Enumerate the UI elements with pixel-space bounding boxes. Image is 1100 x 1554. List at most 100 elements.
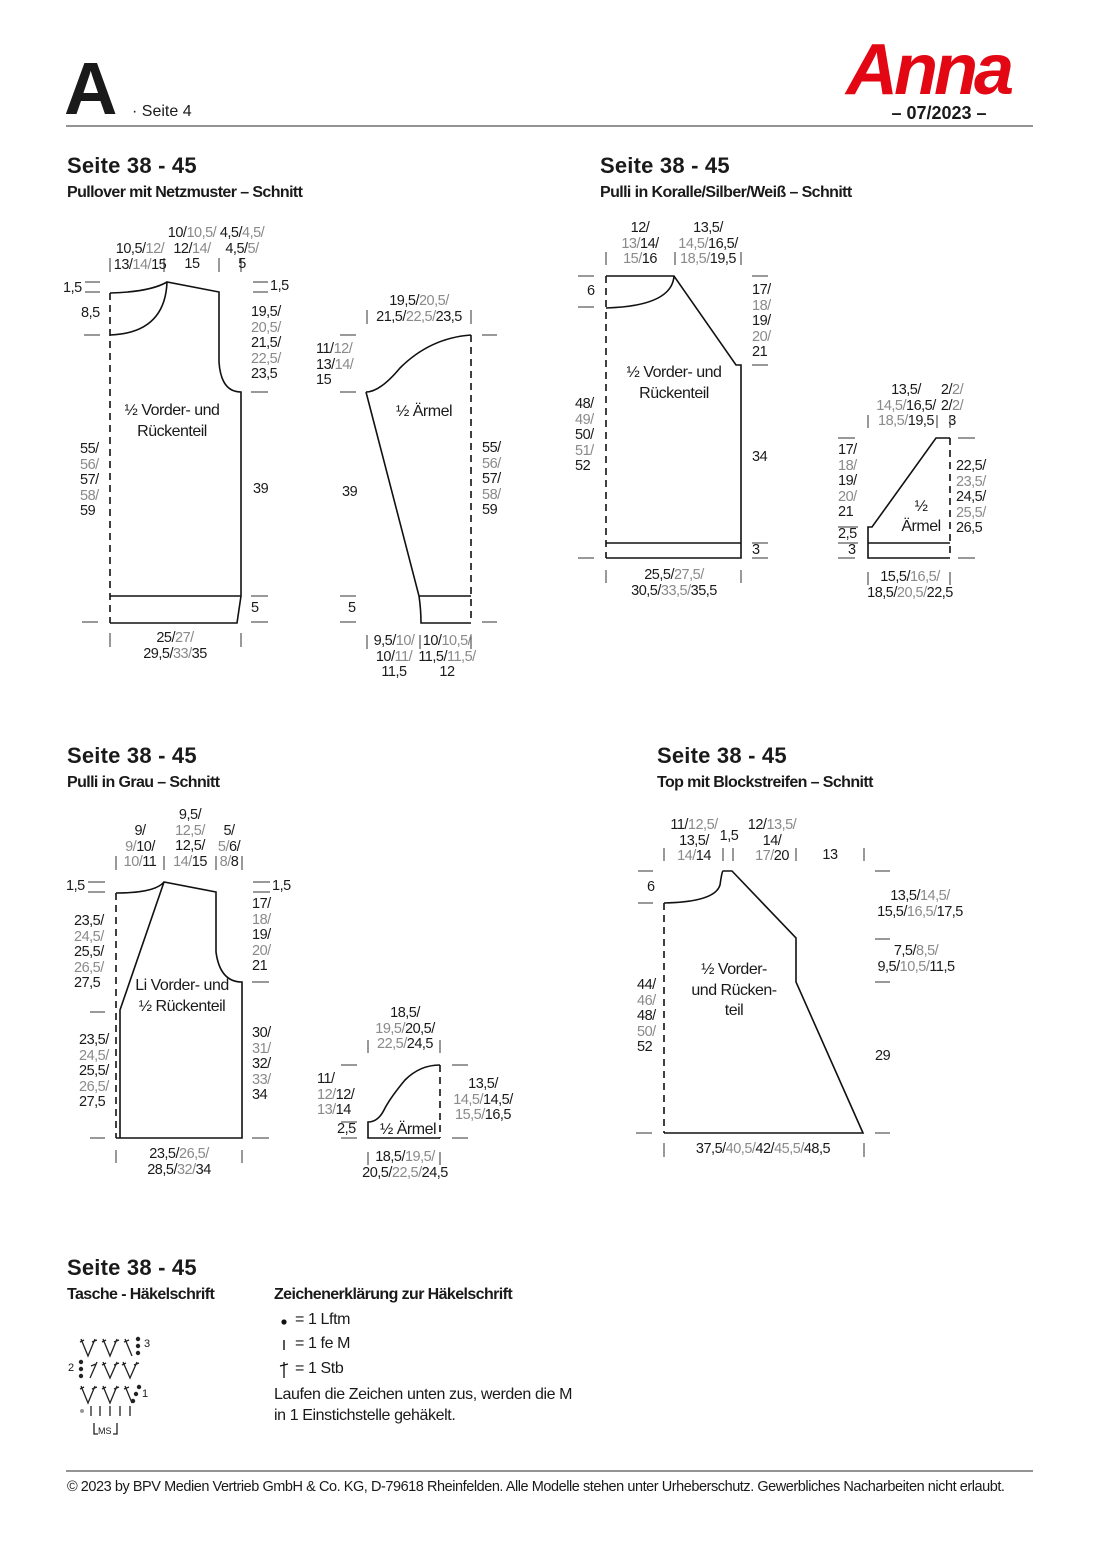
s1-cuff-b: 10/10,5/11,5/11,5/12 [418,633,476,681]
legend-item-double-crochet: = 1 Stb [295,1360,344,1377]
piece-label-line: Li Vorder- und [135,977,229,994]
size-value: 15 [316,372,332,389]
size-value: 14/ [334,356,354,373]
size-value: 13/ [316,356,335,373]
size-value: 16,5/ [909,569,940,585]
d3-body-shape [115,881,243,1139]
size-value: 21 [252,958,268,975]
chart-row-3: 3 [144,1338,151,1350]
size-value: 12,5/ [175,838,205,855]
d1-neck-height: 8,5 [81,305,100,321]
size-value: 56/ [80,456,99,473]
size-value: 59 [80,503,96,520]
size-value: 23,5 [435,308,463,325]
chain-dot-icon [281,1319,287,1325]
anna-logo: Anna [846,30,1014,110]
size-value: 23,5/ [79,1032,109,1048]
size-value: 9,5/ [373,633,397,649]
size-value: 28,5/ [147,1161,177,1178]
size-value: 37,5/ [695,1141,726,1157]
size-value: 5/ [247,240,260,257]
s2-top-width: 13,5/14,5/16,5/18,5/19,5 [876,382,936,430]
size-value: 3 [948,413,956,430]
size-value: 20,5/ [418,293,449,309]
size-value: 12/ [317,1086,336,1103]
d4-neck-width: 11/12,5/13,5/14/14 [670,817,718,865]
d3-neck-width: 9/9/10/10/11 [123,823,157,871]
size-value: 11 [142,854,157,871]
d2-piece-label: ½ Vorder- und Rückenteil [627,363,722,404]
size-value: 12,5/ [175,822,205,839]
size-value: 22,5/ [405,308,436,325]
size-value: 22,5/ [251,350,281,367]
section-title: Seite 38 - 45 [600,153,730,178]
size-value: 18/ [752,297,771,314]
s1-top-width: 19,5/20,5/21,5/22,5/23,5 [376,293,463,325]
d1-piece-label: ½ Vorder- und Rückenteil [125,401,220,442]
s3-cap-height: 11/12/12/13/14 [317,1071,355,1119]
d2-rib-height: 3 [752,542,760,558]
size-value: 27/ [175,630,194,646]
size-value: 15 [151,256,167,273]
size-value: 2/ [952,397,964,414]
size-value: 27,5/ [673,567,704,583]
size-value: 15,5/ [877,903,907,920]
size-value: 46/ [637,992,656,1009]
size-value: 12 [439,664,455,681]
size-value: 17,5 [936,903,964,920]
d3-shoulder-width: 5/5/6/8/8 [218,823,241,871]
size-value: 20/ [838,488,857,505]
size-value: 8/ [219,854,232,871]
size-value: 30/ [252,1025,271,1041]
s3-top-width: 18,5/19,5/20,5/22,5/24,5 [375,1005,435,1053]
size-value: 14/ [640,235,659,252]
size-value: 59 [482,502,498,519]
s2-sleeve-shape [867,437,951,559]
size-value: 32/ [176,1161,196,1178]
d1-total-height: 55/56/57/58/59 [80,441,99,520]
size-value: 18/ [838,457,857,474]
size-value: 18,5/ [867,584,897,601]
size-value: 22,5 [926,584,954,601]
s2-step-height: 2,5 [838,526,857,542]
size-value: 18,5/ [390,1005,420,1021]
size-value: 13/ [621,235,640,252]
size-value: 9,5/ [178,807,202,823]
size-value: 4,5/ [219,225,243,241]
size-value: 10/ [123,854,143,871]
d2-width: 25,5/27,5/30,5/33,5/35,5 [631,567,717,599]
d4-body-shape [663,870,865,1134]
size-value: 58/ [482,486,501,503]
size-value: 27,5 [74,975,101,992]
row-2-stitches [89,1361,140,1380]
s3-sleeve-shape [367,1064,441,1139]
d4-lower-height: 29 [875,1048,891,1064]
d3-shoulder-top: 9,5/12,5/12,5/14/15 [173,807,207,870]
size-value: 50/ [575,427,594,444]
size-value: 21 [752,344,768,361]
rules [66,125,1033,1472]
legend-title: Zeichenerklärung zur Häkelschrift [274,1286,513,1303]
size-value: 13,5/ [891,382,921,398]
d3-lower-height: 23,5/24,5/25,5/26,5/27,5 [79,1032,109,1111]
size-value: 20/ [752,328,771,345]
size-value: 24,5 [406,1036,434,1053]
size-value: 45,5/ [774,1141,804,1157]
size-value: 20 [773,848,790,865]
size-value: 8,5/ [916,943,939,959]
size-value: 24,5/ [79,1047,109,1064]
section-subtitle: Top mit Blockstreifen – Schnitt [657,774,873,791]
d1-shoulder-height: 1,5 [270,278,289,294]
section-title: Seite 38 - 45 [67,1255,197,1280]
size-value: 35 [191,645,208,662]
section-subtitle: Pulli in Koralle/Silber/Weiß – Schnitt [600,184,852,201]
size-value: 14,5/ [678,235,708,252]
size-value: 24,5/ [74,928,104,945]
d2-side-height: 34 [752,449,768,465]
d4-piece-label: ½ Vorder- und Rücken- teil [691,960,777,1022]
d4-upper-height: 13,5/14,5/15,5/16,5/17,5 [877,888,964,920]
size-value: 17/ [252,896,271,912]
d1-shoulder-top: 10/10,5/12/14/15 [168,225,217,273]
size-value: 20,5/ [896,584,927,601]
size-value: 14/ [132,256,152,273]
